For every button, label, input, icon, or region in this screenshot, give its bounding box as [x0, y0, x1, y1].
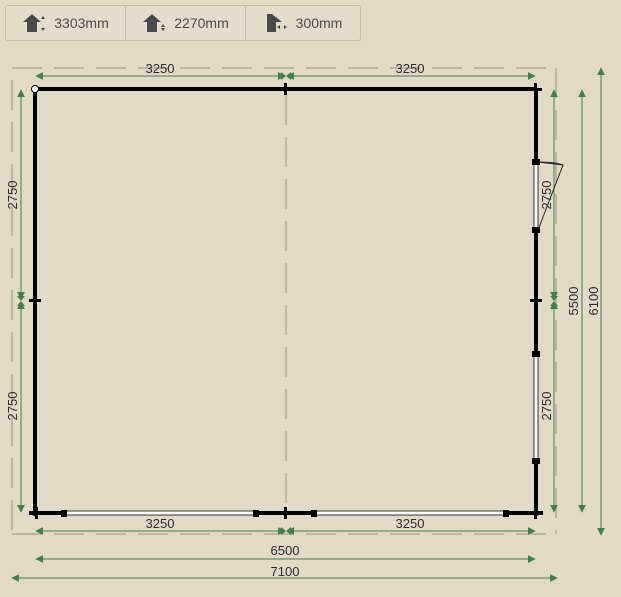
- wall-height-value: 2270mm: [174, 15, 229, 31]
- overall-width-label: 7100: [271, 564, 300, 579]
- dimension-toolbar: 3303mm 2270mm 300mm: [5, 5, 361, 41]
- total-depth-label: 5500: [566, 287, 581, 316]
- bottom-dim-right: 3250: [396, 516, 425, 531]
- bottom-dim-left: 3250: [146, 516, 175, 531]
- overhang-value: 300mm: [295, 15, 343, 31]
- midpoint-markers: [17, 72, 558, 535]
- roof-overhang-outline: [11, 67, 557, 535]
- bottom-dimension: [11, 527, 558, 582]
- right-dimension: [550, 67, 605, 536]
- total-width-label: 6500: [271, 543, 300, 558]
- overhang-button[interactable]: 300mm: [246, 6, 360, 40]
- right-dim-bottom: 2750: [539, 392, 554, 421]
- windows[interactable]: [63, 353, 539, 516]
- corner-handle[interactable]: [32, 510, 38, 516]
- ridge-height-value: 3303mm: [54, 15, 109, 31]
- roof-overhang-icon: [266, 14, 287, 32]
- left-dim-bottom: 2750: [5, 392, 20, 421]
- top-dim-left: 3250: [146, 61, 175, 76]
- left-dim-top: 2750: [5, 181, 20, 210]
- wall-height-button[interactable]: 2270mm: [126, 6, 246, 40]
- corner-handle[interactable]: [533, 510, 539, 516]
- corner-handle[interactable]: [31, 85, 39, 93]
- ridge-height-button[interactable]: 3303mm: [6, 6, 126, 40]
- wall-height-icon: [143, 14, 166, 32]
- right-dim-top: 2750: [539, 181, 554, 210]
- overall-depth-label: 6100: [586, 287, 601, 316]
- top-dim-right: 3250: [396, 61, 425, 76]
- roof-height-max-icon: [23, 14, 46, 32]
